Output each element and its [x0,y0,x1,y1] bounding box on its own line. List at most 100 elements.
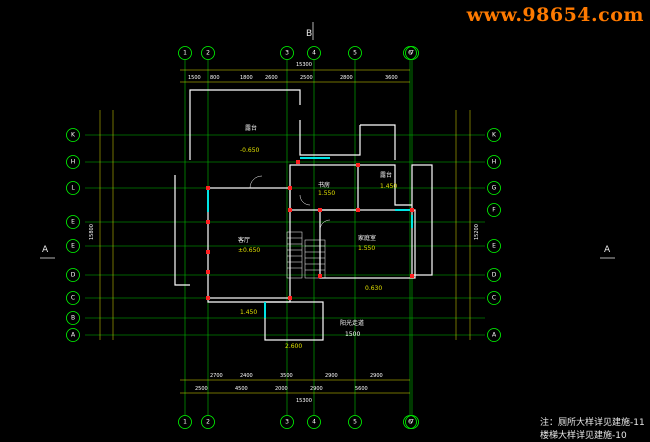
axis-bubble-left: H [66,155,80,169]
axis-bubble-top: 4 [307,46,321,60]
svg-text:A: A [492,332,497,339]
svg-text:E: E [71,219,75,226]
bottom-inner-dim: 2900 [325,373,338,379]
walls [174,89,433,341]
room-name: 书房 [318,181,330,189]
axis-bubble-top: 5 [348,46,362,60]
axis-bubble-left: A [66,328,80,342]
column [288,208,292,212]
watermark: www.98654.com [466,4,644,26]
axis-bubble-left: K [66,128,80,142]
axis-bubble-left: E [66,239,80,253]
axis-bubble-bottom: 4 [307,415,321,429]
room-name: 阳光走道 [340,319,364,327]
column [288,186,292,190]
svg-text:1: 1 [183,419,187,426]
axis-bubble-top: 1 [178,46,192,60]
axis-bubble-bottom: 5 [348,415,362,429]
svg-text:E: E [71,243,75,250]
axis-bubble-top: 2 [201,46,215,60]
room-level: ±0.650 [238,247,260,254]
column [318,274,322,278]
svg-text:H: H [492,159,497,166]
column [318,208,322,212]
bottom-dim: 2500 [195,386,208,392]
level-mark: 2.600 [285,343,302,350]
stair [286,231,326,279]
svg-text:6: 6 [408,50,412,57]
svg-text:3: 3 [285,50,289,57]
bottom-dim: 5600 [355,386,368,392]
axis-bubble-left: L [66,181,80,195]
left-overall-dim: 15800 [89,224,95,240]
svg-text:B: B [71,315,75,322]
bottom-inner-dim: 2700 [210,373,223,379]
axis-bubble-right: G [487,181,501,195]
svg-text:G: G [492,185,497,192]
column [356,208,360,212]
axis-bubble-top: 3 [280,46,294,60]
svg-text:5: 5 [353,419,357,426]
svg-text:2: 2 [206,419,210,426]
axis-bubble-right: C [487,291,501,305]
svg-text:5: 5 [353,50,357,57]
room-name: 露台 [380,171,392,179]
svg-text:7: 7 [410,50,414,57]
axis-bubble-right: K [487,128,501,142]
svg-text:E: E [492,243,496,250]
room-labels: 露台 -0.650 书房 1.550 露台 1.450 客厅 ±0.650 家庭… [238,124,397,350]
windows [207,157,413,318]
column [206,186,210,190]
axis-bubble-bottom: 3 [280,415,294,429]
axis-bubble-right: F [487,203,501,217]
axis-bubble-left: C [66,291,80,305]
room-name: 露台 [245,124,257,132]
column [356,163,360,167]
bottom-dim: 2000 [275,386,288,392]
bottom-dim: 4500 [235,386,248,392]
top-dim: 1800 [240,75,253,81]
room-level: 1.550 [318,190,335,197]
dimension-lines [99,69,471,394]
room-level: 1.450 [380,183,397,190]
column [410,274,414,278]
column [206,250,210,254]
note-stair: 楼梯大样详见建施-10 [540,431,627,441]
section-mark-right: A [604,245,611,255]
svg-text:A: A [71,332,76,339]
top-dim: 2500 [300,75,313,81]
axis-bubble-right: A [487,328,501,342]
column [288,296,292,300]
section-marks [40,22,615,259]
axis-bubble-left: B [66,311,80,325]
structural-columns [206,160,414,300]
axis-bubble-right: E [487,239,501,253]
svg-text:D: D [492,272,497,279]
top-dim: 800 [210,75,220,81]
svg-text:K: K [492,132,497,139]
svg-text:6: 6 [408,419,412,426]
bottom-inner-dim: 3500 [280,373,293,379]
top-dim: 1500 [188,75,201,81]
svg-text:4: 4 [312,419,316,426]
svg-text:1: 1 [183,50,187,57]
top-dim: 2600 [265,75,278,81]
svg-text:D: D [71,272,76,279]
door-swings [249,175,331,231]
top-dim: 2800 [340,75,353,81]
room-name: 家庭室 [358,234,376,242]
axis-bubble-left: E [66,215,80,229]
axis-bubble-left: D [66,268,80,282]
room-name: 客厅 [238,236,250,244]
bottom-overall-dim: 15300 [296,398,312,404]
axis-bubble-bottom: 1 [178,415,192,429]
room-level: -0.650 [240,147,260,154]
column [206,270,210,274]
note-toilet: 注：厕所大样详见建施-11 [540,418,645,428]
svg-text:3: 3 [285,419,289,426]
level-mark: 1.450 [240,309,257,316]
top-dim: 3600 [385,75,398,81]
